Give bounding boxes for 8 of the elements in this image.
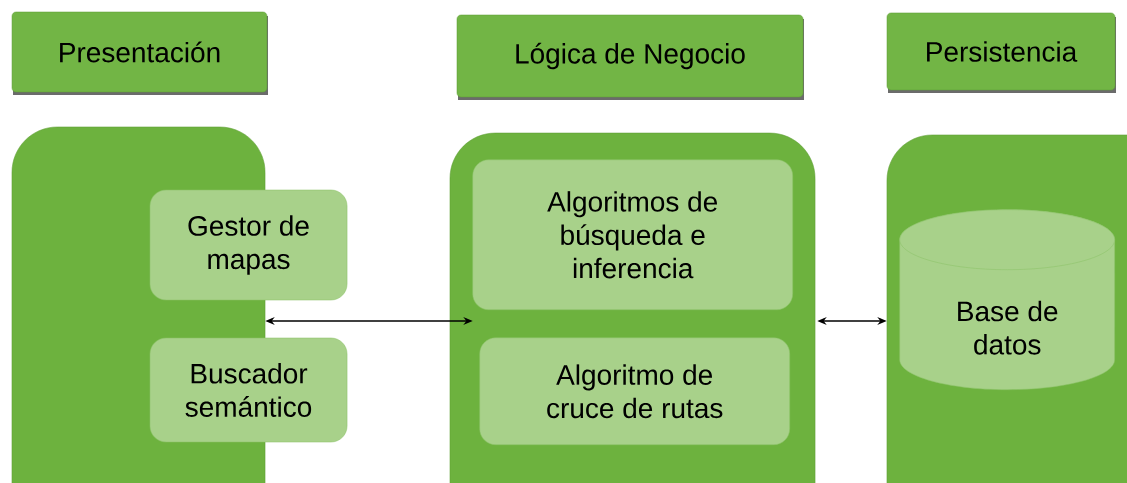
database-cylinder: Base de datos: [899, 209, 1115, 390]
layer-header: Lógica de Negocio: [456, 14, 804, 100]
component-box: Algoritmos de búsqueda e inferencia: [472, 159, 793, 311]
layer-header: Presentación: [11, 11, 268, 95]
component-box: Buscador semántico: [149, 337, 348, 443]
layer-header: Persistencia: [886, 12, 1116, 93]
component-box: Algoritmo de cruce de rutas: [479, 337, 790, 445]
component-box: Gestor de mapas: [149, 189, 348, 301]
